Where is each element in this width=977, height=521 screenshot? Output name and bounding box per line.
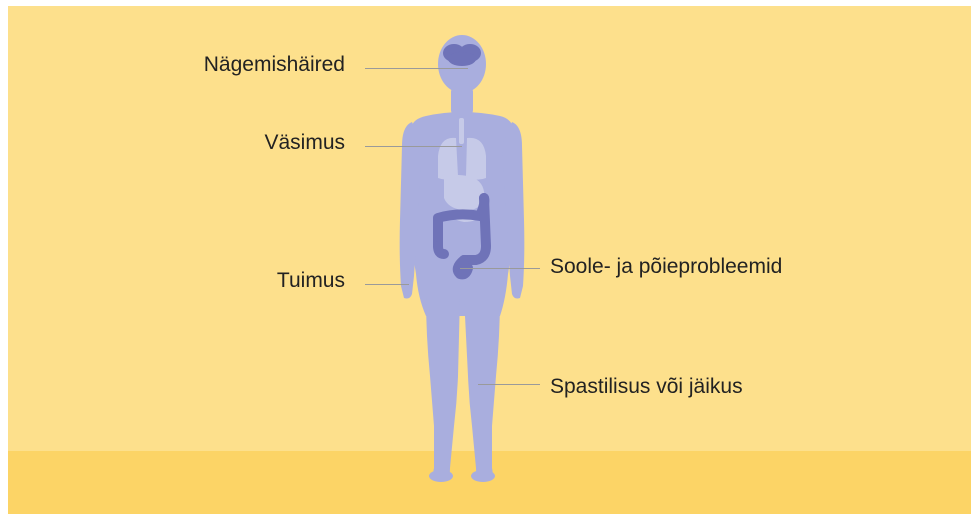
numbness-leader-line (365, 284, 409, 285)
fatigue-label: Väsimus (85, 131, 345, 155)
numbness-label: Tuimus (85, 269, 345, 293)
vision-leader-line (365, 68, 468, 69)
human-body-figure (8, 6, 971, 514)
spasticity-leader-line (478, 384, 540, 385)
fatigue-leader-line (365, 146, 462, 147)
bowel-bladder-leader-line (460, 268, 540, 269)
illustration-panel: Nägemishäired Väsimus Tuimus Soole- ja p… (8, 6, 971, 514)
vision-label: Nägemishäired (85, 53, 345, 77)
bowel-bladder-label: Soole- ja põieprobleemid (550, 255, 782, 279)
spasticity-label: Spastilisus või jäikus (550, 375, 743, 399)
